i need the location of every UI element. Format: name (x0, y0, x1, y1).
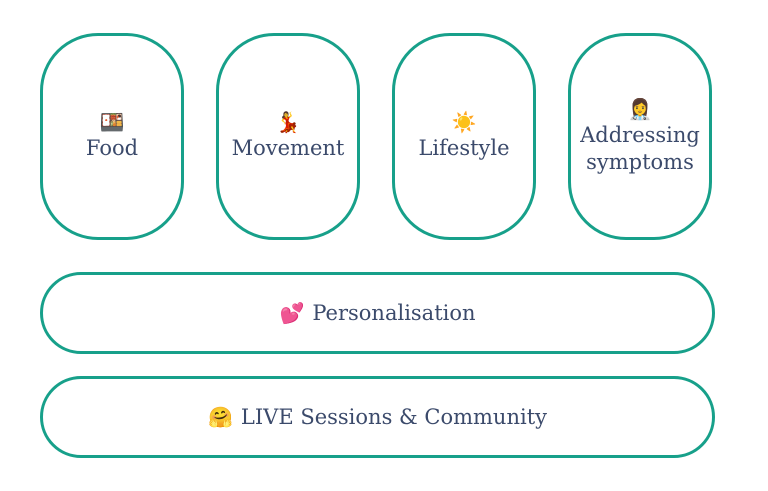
bar-label-live-sessions-community: LIVE Sessions & Community (240, 405, 547, 429)
pillar-movement: 💃 Movement (216, 33, 360, 240)
sun-icon: ☀️ (451, 110, 477, 134)
pillar-label-lifestyle: Lifestyle (418, 136, 510, 160)
pillar-label-food: Food (85, 136, 139, 160)
bar-personalisation: 💕 Personalisation (40, 272, 715, 354)
bar-live-sessions-community: 🤗 LIVE Sessions & Community (40, 376, 715, 458)
pillar-label-addressing-symptoms: Addressing symptoms (580, 122, 700, 174)
pillar-addressing-symptoms: 👩‍⚕️ Addressing symptoms (568, 33, 712, 240)
pillar-label-movement: Movement (231, 136, 345, 160)
bar-label-personalisation: Personalisation (312, 301, 476, 325)
pillar-lifestyle: ☀️ Lifestyle (392, 33, 536, 240)
hugging-face-icon: 🤗 (208, 405, 233, 429)
two-hearts-icon: 💕 (279, 301, 305, 325)
pillar-food: 🍱 Food (40, 33, 184, 240)
dancer-icon: 💃 (275, 110, 301, 134)
health-worker-icon: 👩‍⚕️ (627, 96, 653, 121)
bento-box-icon: 🍱 (99, 110, 125, 134)
